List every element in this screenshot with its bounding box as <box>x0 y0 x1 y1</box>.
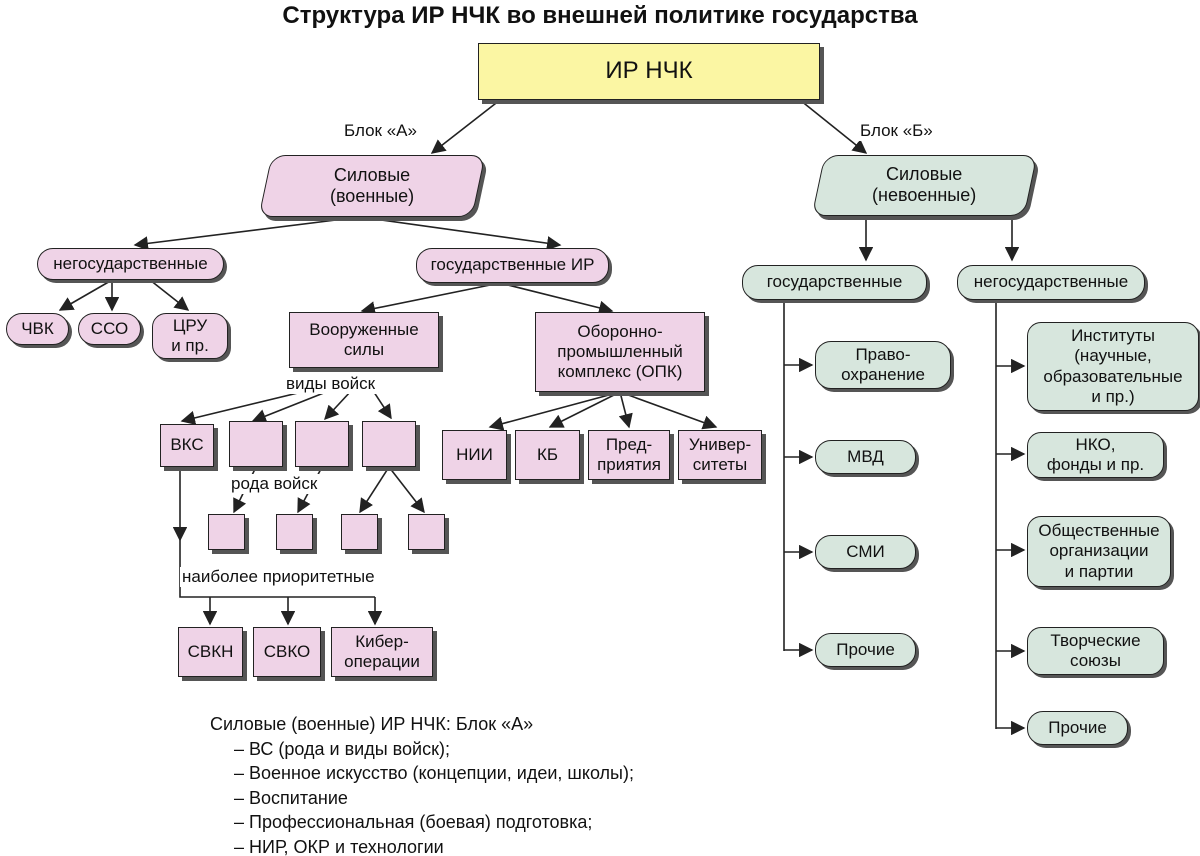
chvk-node: ЧВК <box>6 313 69 345</box>
arrow-a-nongov <box>133 216 361 251</box>
cru-node: ЦРУ и пр. <box>152 313 228 359</box>
kind-box-4 <box>362 421 416 467</box>
nko-node: НКО, фонды и пр. <box>1027 432 1164 478</box>
smi-node: СМИ <box>815 535 916 569</box>
notes-block: Силовые (военные) ИР НЧК: Блок «А» – ВС … <box>210 712 634 856</box>
b-nongov-node: негосударственные <box>957 265 1145 300</box>
armed-forces-node: Вооруженные силы <box>289 312 439 368</box>
arrow-opk-nii <box>488 391 621 431</box>
svkn-node: СВКН <box>178 627 243 677</box>
arrow-kind4-branch4 <box>388 466 425 514</box>
root-node: ИР НЧК <box>478 43 820 100</box>
kb-node: КБ <box>515 430 580 480</box>
universities-node: Универ- ситеты <box>678 430 762 480</box>
arrow-opk-kb <box>548 391 621 428</box>
notes-item: – Профессиональная (боевая) подготовка; <box>234 812 593 832</box>
block-a-node: Силовые (военные) <box>258 155 486 217</box>
cyber-ops-node: Кибер- операции <box>331 627 433 677</box>
kind-box-3 <box>295 421 349 467</box>
kinds-label: виды войск <box>284 374 378 394</box>
block-b-node: Силовые (невоенные) <box>811 155 1038 216</box>
priority-label: наиболее приоритетные <box>180 567 377 587</box>
branch-box-1 <box>208 514 245 550</box>
nii-node: НИИ <box>442 430 507 480</box>
notes-item: – Военное искусство (концепции, идеи, шк… <box>234 763 634 783</box>
arrow-root-block-b <box>799 99 868 154</box>
notes-item: – НИР, ОКР и технологии <box>234 836 444 856</box>
arrow-opk-enterprises <box>618 391 633 429</box>
creative-unions-node: Творческие союзы <box>1027 627 1164 675</box>
b-gov-node: государственные <box>742 265 927 300</box>
branch-box-3 <box>341 514 378 550</box>
block-b-title: Силовые (невоенные) <box>872 164 977 206</box>
notes-heading: Силовые (военные) ИР НЧК: Блок «А» <box>210 714 534 734</box>
enterprises-node: Пред- приятия <box>588 430 670 480</box>
arrow-kind4-branch3 <box>359 466 390 514</box>
arrow-nongov-chvk <box>58 279 113 311</box>
arrow-opk-universities <box>619 391 718 430</box>
arrow-a-gov <box>359 216 562 251</box>
b-gov-other-node: Прочие <box>815 633 916 667</box>
notes-item: – Воспитание <box>234 787 348 808</box>
a-nongov-node: негосударственные <box>37 248 224 280</box>
branch-box-4 <box>408 514 445 550</box>
arrow-gov-opk <box>499 282 614 315</box>
public-orgs-node: Общественные организации и партии <box>1027 516 1171 587</box>
branch-box-2 <box>276 514 313 550</box>
block-a-title: Силовые (военные) <box>329 164 415 206</box>
block-b-label: Блок «Б» <box>858 121 935 141</box>
priority-bracket <box>179 540 375 598</box>
kind-box-2 <box>229 421 283 467</box>
law-enforcement-node: Право- охранение <box>815 341 951 389</box>
arrow-nongov-cru <box>149 279 190 311</box>
arrow-gov-armed <box>360 282 501 316</box>
vks-node: ВКС <box>160 424 214 467</box>
notes-item: – ВС (рода и виды войск); <box>234 738 450 759</box>
branches-label: рода войск <box>229 474 320 494</box>
institutes-node: Институты (научные, образовательные и пр… <box>1027 322 1199 411</box>
opk-node: Оборонно- промышленный комплекс (ОПК) <box>535 312 705 392</box>
mvd-node: МВД <box>815 440 916 474</box>
svko-node: СВКО <box>253 627 321 677</box>
a-gov-node: государственные ИР <box>416 248 609 283</box>
diagram-title: Структура ИР НЧК во внешней политике гос… <box>282 2 918 29</box>
sso-node: ССО <box>78 313 141 345</box>
arrow-root-block-a <box>430 99 501 154</box>
block-a-label: Блок «А» <box>342 121 419 141</box>
b-nongov-other-node: Прочие <box>1027 711 1128 745</box>
